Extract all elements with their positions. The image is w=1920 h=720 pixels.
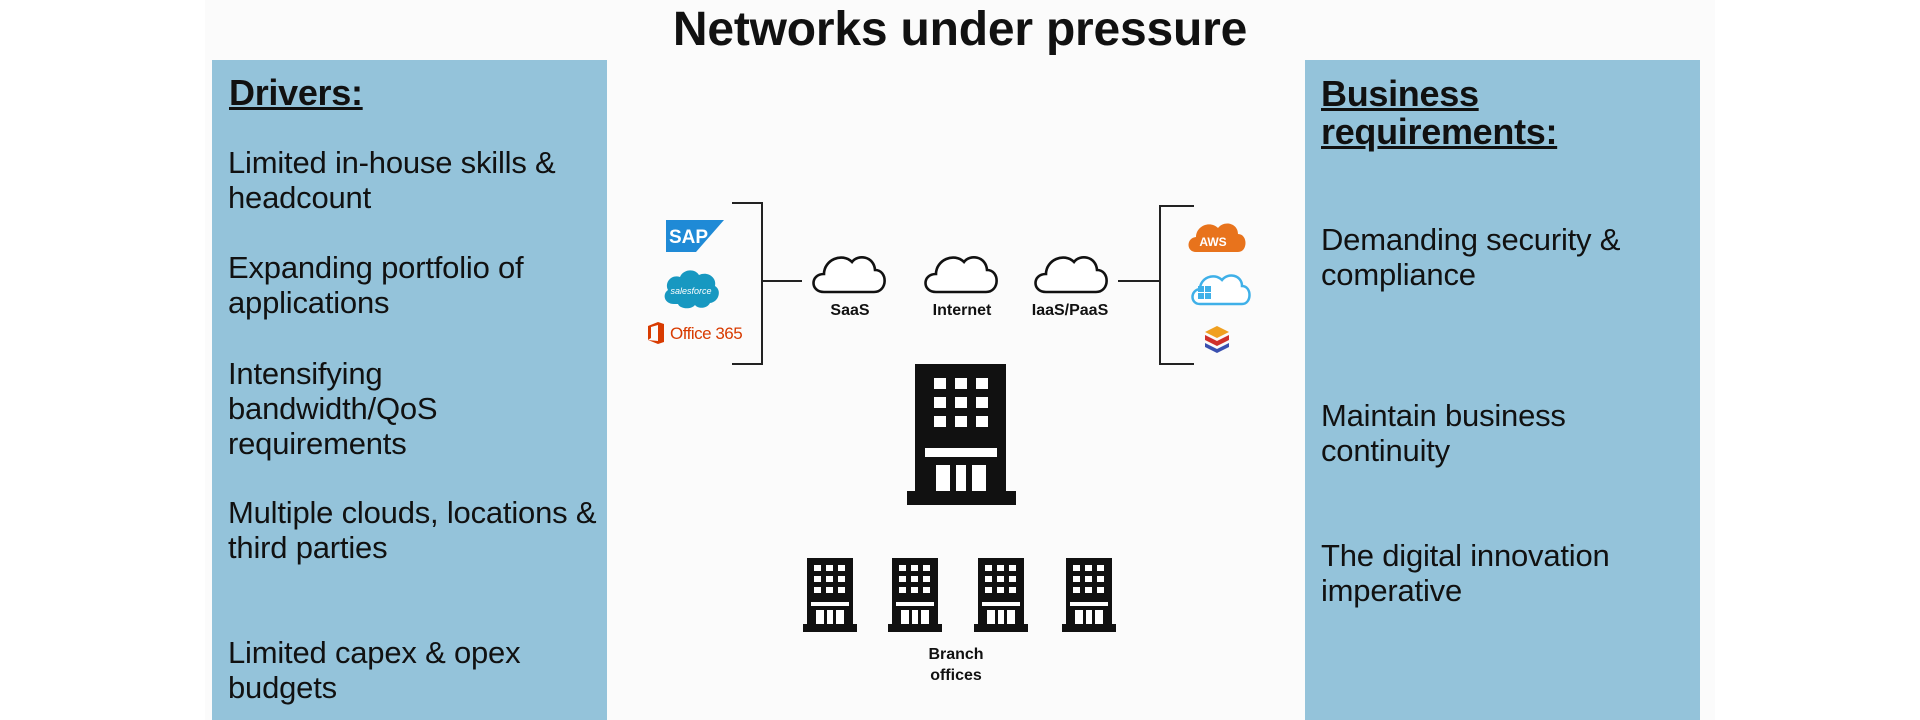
driver-item: Limited capex & opex budgets <box>228 635 521 705</box>
branch-offices-label: Branch offices <box>928 646 984 684</box>
sap-logo-icon: SAP <box>666 220 724 252</box>
branch-building-icon <box>1062 558 1116 632</box>
internet-cloud-icon <box>924 256 998 294</box>
salesforce-logo-text: salesforce <box>670 286 711 296</box>
branch-building-icon <box>974 558 1028 632</box>
stack-logo-icon <box>1205 326 1229 353</box>
driver-item: Intensifying bandwidth/QoS requirements <box>228 356 438 461</box>
business-item: Demanding security & compliance <box>1321 222 1621 292</box>
cloud-label-iaas: IaaS/PaaS <box>1031 302 1109 319</box>
business-item: Maintain business continuity <box>1321 398 1566 468</box>
driver-item: Expanding portfolio of applications <box>228 250 524 320</box>
drivers-panel: Drivers: Limited in-house skills & headc… <box>212 60 607 720</box>
page-title: Networks under pressure <box>672 3 1248 56</box>
azure-logo-icon <box>1191 274 1251 306</box>
iaas-bracket <box>1159 205 1194 365</box>
aws-logo-icon: AWS <box>1188 223 1246 252</box>
business-heading: Business requirements: <box>1321 73 1558 152</box>
cloud-label-saas: SaaS <box>830 302 870 319</box>
drivers-heading: Drivers: <box>229 72 363 113</box>
cloud-label-internet: Internet <box>932 302 992 319</box>
business-panel: Business requirements: Demanding securit… <box>1305 60 1700 720</box>
branch-building-icon <box>888 558 942 632</box>
office365-logo-icon <box>648 322 664 344</box>
branch-building-icon <box>803 558 857 632</box>
saas-cloud-icon <box>812 256 886 294</box>
driver-item: Limited in-house skills & headcount <box>228 145 556 215</box>
sap-logo-text: SAP <box>669 227 708 248</box>
headquarters-building-icon <box>907 364 1016 505</box>
business-item: The digital innovation imperative <box>1321 538 1610 608</box>
iaas-cloud-icon <box>1034 256 1108 294</box>
saas-bracket <box>732 202 763 365</box>
office365-logo-text: Office 365 <box>670 324 743 343</box>
salesforce-logo-icon: salesforce <box>664 270 719 309</box>
driver-item: Multiple clouds, locations & third parti… <box>228 495 597 565</box>
aws-logo-text: AWS <box>1199 235 1226 249</box>
